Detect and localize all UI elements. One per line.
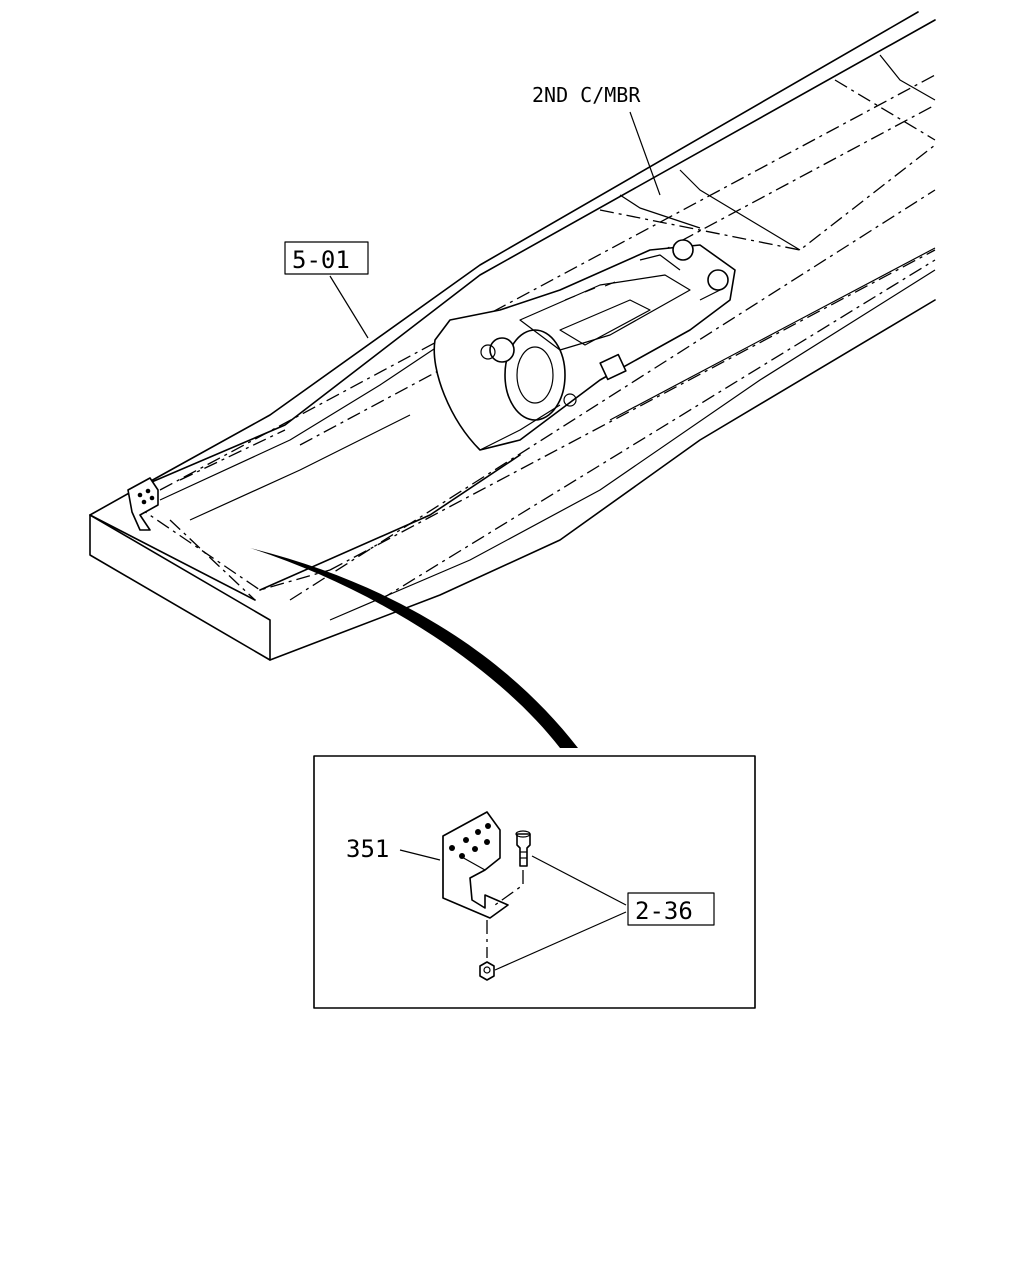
chassis-frame <box>89 11 936 661</box>
second-cross-member-label: 2ND C/MBR <box>532 83 641 107</box>
transmission-assembly <box>433 239 736 451</box>
detail-view-box: 351 2-36 <box>313 755 756 1009</box>
bracket-part-label: 351 <box>346 835 389 863</box>
frame-bracket <box>127 477 159 531</box>
frame-ref-label: 5-01 <box>292 246 350 274</box>
bolt <box>494 830 531 906</box>
callout-frame-ref: 5-01 <box>284 241 369 339</box>
callout-second-cross-member: 2ND C/MBR <box>532 83 661 196</box>
fastener-ref-label: 2-36 <box>635 897 693 925</box>
nut <box>479 920 495 981</box>
bracket-351 <box>442 811 509 919</box>
detail-pointer-arrow <box>250 548 578 748</box>
